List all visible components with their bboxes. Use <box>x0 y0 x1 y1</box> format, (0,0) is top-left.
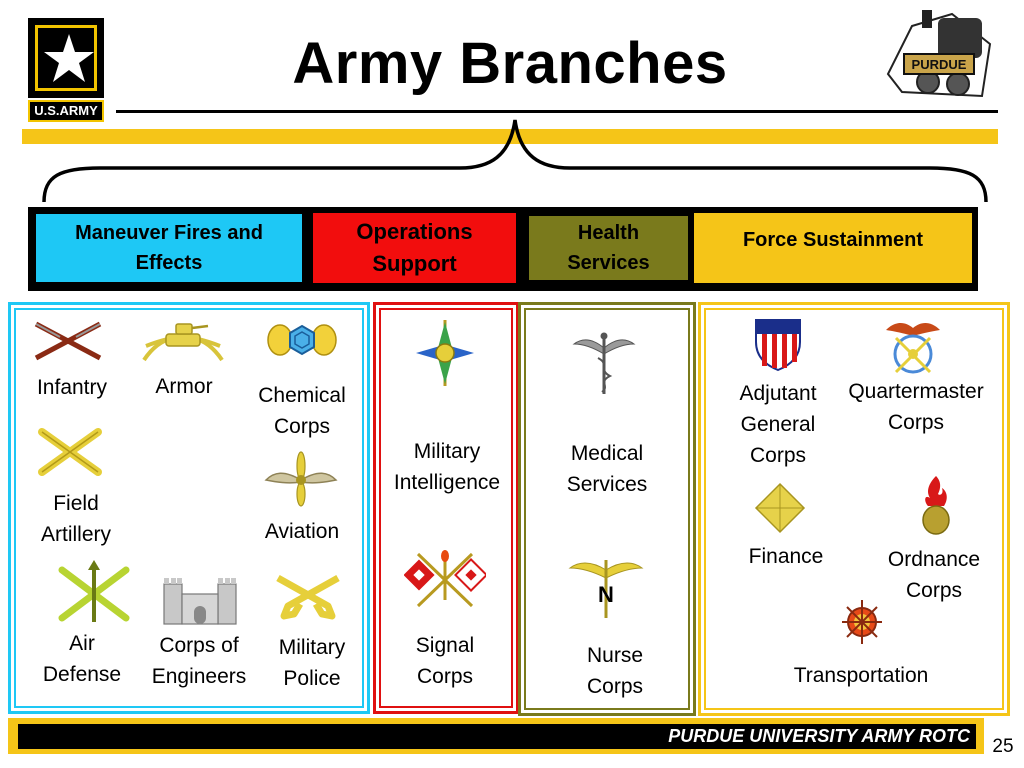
footer-bar-black <box>18 724 976 749</box>
branch-label-medical-services: Medical Services <box>546 438 668 500</box>
branch-label-armor: Armor <box>155 375 213 398</box>
winged-propeller-icon <box>264 451 338 507</box>
castle-icon <box>163 578 237 625</box>
branch-label-line: Chemical <box>258 384 346 407</box>
branch-label-military-police: Military Police <box>258 632 366 694</box>
flaming-bomb-icon <box>922 476 950 535</box>
branch-label-line: Medical <box>570 442 644 465</box>
panel-force <box>698 302 1010 716</box>
missile-cannons-icon <box>58 560 130 622</box>
branch-label-field-artillery: Field Artillery <box>22 488 130 550</box>
tank-sabers-icon <box>142 323 224 362</box>
category-brace <box>42 119 988 203</box>
crossed-cannons-icon <box>38 428 102 476</box>
branch-label-finance: Finance <box>748 545 824 568</box>
diamond-icon <box>754 482 806 534</box>
branch-label-air-defense: Air Defense <box>26 628 138 690</box>
ship-wheel-seahorse-icon <box>842 600 882 644</box>
header-rule-black <box>116 110 998 113</box>
branch-label-line: Corps <box>905 579 963 602</box>
branch-label-line: Field <box>53 492 99 515</box>
category-label-line: Maneuver Fires and <box>75 222 263 244</box>
branch-label-line: Nurse <box>586 644 644 667</box>
branch-label-line: Intelligence <box>393 471 501 494</box>
footer-text: PURDUE UNIVERSITY ARMY ROTC <box>668 726 970 746</box>
page-title: Army Branches <box>292 31 728 96</box>
branch-label-line: Military <box>413 440 481 463</box>
purdue-train-icon: PURDUE <box>886 10 992 98</box>
branch-label-line: Defense <box>42 663 122 686</box>
category-label-line: Health <box>577 222 640 244</box>
branch-label-transportation: Transportation <box>793 664 929 687</box>
signal-flags-torch-icon <box>404 550 486 608</box>
category-force-sustainment: Force Sustainment <box>694 213 972 283</box>
category-label-line: Services <box>567 252 650 274</box>
branch-label-line: Air <box>69 632 95 655</box>
branch-label-line: Corps <box>887 411 945 434</box>
us-army-logo: U.S.ARMY <box>22 14 110 126</box>
branch-label-signal-corps: Signal Corps <box>390 630 500 692</box>
branch-label-nurse-corps: Nurse Corps <box>556 640 674 702</box>
sword-key-wheel-eagle-icon <box>886 323 940 374</box>
branch-label-infantry: Infantry <box>36 376 108 399</box>
branch-label-line: Signal <box>415 634 475 657</box>
branch-label-line: Corps <box>416 665 474 688</box>
branch-label-line: Military <box>278 636 346 659</box>
branch-label-military-intelligence: Military Intelligence <box>378 436 516 498</box>
us-army-wordmark: U.S.ARMY <box>28 100 104 122</box>
page-number: 25 <box>992 736 1014 757</box>
category-health-services: Health Services <box>526 213 691 283</box>
category-label-line: Support <box>372 251 457 276</box>
svg-text:N: N <box>598 582 614 607</box>
branch-label-line: Corps <box>273 415 331 438</box>
branch-label-ordnance-corps: Ordnance Corps <box>872 544 996 606</box>
category-maneuver-fires-effects: Maneuver Fires and Effects <box>36 214 302 282</box>
branch-label-adjutant-general-corps: Adjutant General Corps <box>718 378 838 471</box>
crossed-rifles-icon <box>34 321 102 361</box>
branch-label-line: General <box>740 413 816 436</box>
compass-rose-dagger-icon <box>416 320 474 386</box>
category-operations-support: Operations Support <box>313 213 516 283</box>
branch-label-line: Corps of <box>159 634 239 657</box>
purdue-logo-text: PURDUE <box>912 57 967 72</box>
shield-stars-icon <box>755 319 801 372</box>
branch-label-line: Corps <box>586 675 644 698</box>
army-star-icon <box>44 34 94 82</box>
category-label-line: Effects <box>135 252 203 274</box>
branch-label-line: Quartermaster <box>848 380 984 403</box>
crossed-pistols-icon <box>276 574 340 620</box>
branch-label-line: Corps <box>749 444 807 467</box>
branch-label-line: Engineers <box>151 665 247 688</box>
army-star-badge <box>28 18 104 98</box>
branch-label-chemical-corps: Chemical Corps <box>248 380 356 442</box>
branch-label-line: Artillery <box>40 523 111 546</box>
branch-label-line: Adjutant <box>739 382 817 405</box>
branch-label-line: Police <box>283 667 341 690</box>
branch-label-aviation: Aviation <box>264 520 340 543</box>
branch-label-line: Services <box>566 473 648 496</box>
caduceus-icon <box>572 332 636 394</box>
branch-label-corps-of-engineers: Corps of Engineers <box>138 630 260 692</box>
panel-maneuver <box>8 302 370 714</box>
benzene-retorts-icon <box>267 324 337 356</box>
category-label-line: Force Sustainment <box>742 229 924 251</box>
category-label-line: Operations <box>356 219 473 244</box>
branch-label-quartermaster-corps: Quartermaster Corps <box>832 376 1000 438</box>
caduceus-n-icon: N <box>568 560 644 618</box>
branch-label-line: Ordnance <box>887 548 981 571</box>
